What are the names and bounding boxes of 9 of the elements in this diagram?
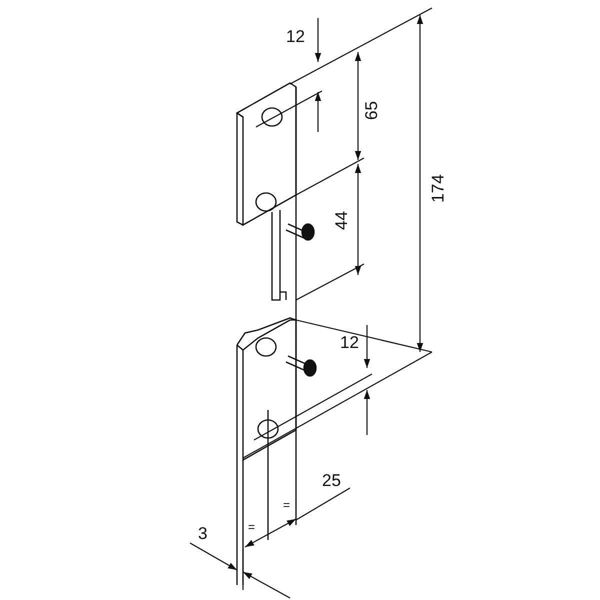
dimension-label: 3 [198, 525, 208, 542]
equal-mark: = [248, 521, 256, 533]
dimension-label: 12 [340, 334, 359, 351]
equal-mark: = [283, 499, 290, 511]
dimension-label: 174 [430, 174, 447, 203]
dimension-label: 25 [322, 472, 341, 489]
dimension-label: 12 [286, 28, 305, 45]
dimension-label: 65 [362, 101, 380, 120]
dimension-label: 44 [332, 211, 350, 230]
